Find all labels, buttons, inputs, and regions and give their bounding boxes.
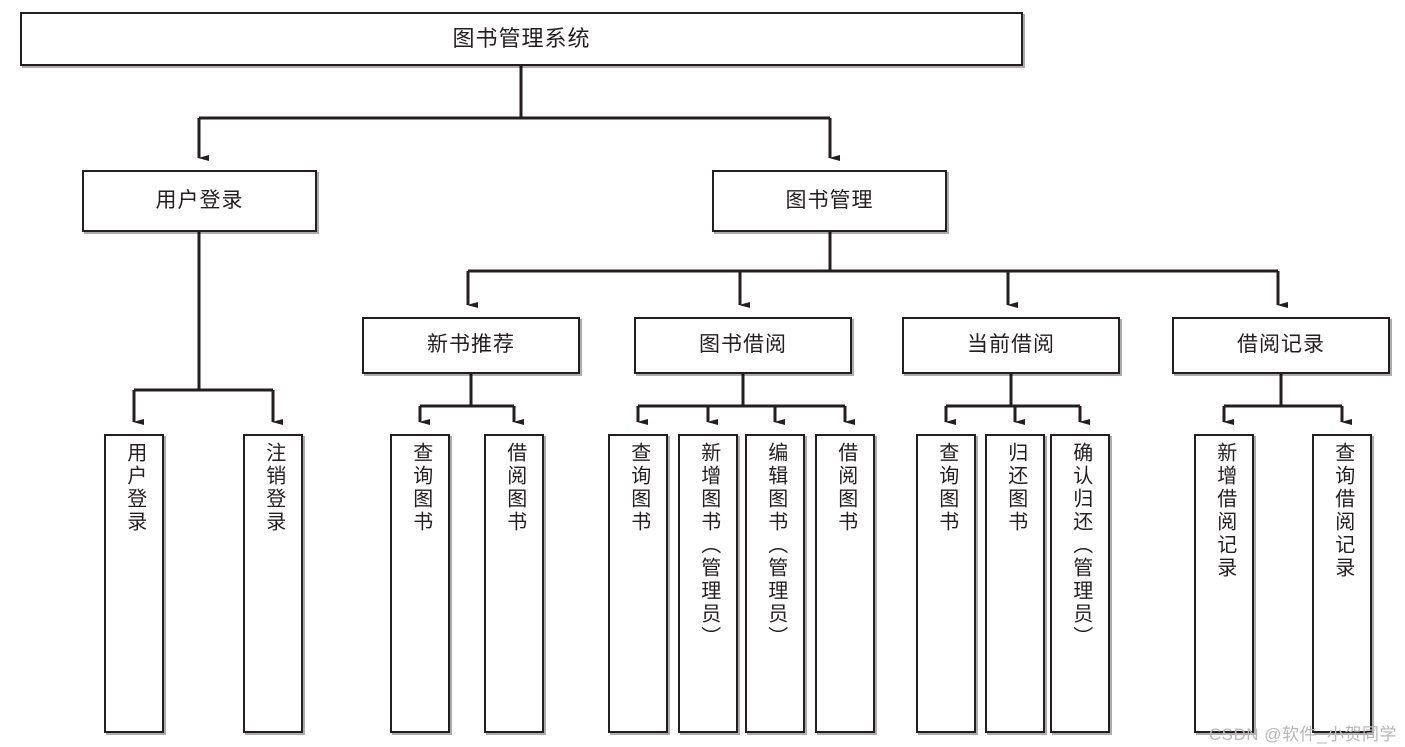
node-root[interactable]: 图书管理系统 (20, 12, 1023, 66)
node-current-borrow-label: 当前借阅 (967, 333, 1055, 357)
leaf-logout[interactable]: 注销登录 (243, 434, 303, 733)
leaf-confirm-return-admin[interactable]: 确认归还（管理员） (1050, 434, 1110, 733)
leaf-borrow-book-rec-label: 借阅图书 (503, 442, 526, 534)
leaf-query-book-rec[interactable]: 查询图书 (390, 434, 450, 733)
leaf-add-borrow-record[interactable]: 新增借阅记录 (1194, 434, 1254, 733)
leaf-borrow-book[interactable]: 借阅图书 (815, 434, 875, 733)
leaf-return-book-label: 归还图书 (1004, 442, 1027, 534)
leaf-borrow-book-label: 借阅图书 (834, 442, 857, 534)
node-user-login-label: 用户登录 (155, 188, 244, 212)
node-user-login[interactable]: 用户登录 (82, 170, 317, 232)
leaf-query-book-borrow[interactable]: 查询图书 (608, 434, 668, 733)
node-book-borrow-label: 图书借阅 (699, 333, 787, 357)
leaf-return-book[interactable]: 归还图书 (985, 434, 1045, 733)
leaf-logout-label: 注销登录 (262, 442, 285, 534)
node-book-management[interactable]: 图书管理 (712, 170, 947, 232)
leaf-user-login[interactable]: 用户登录 (104, 434, 164, 733)
leaf-add-book-admin-label: 新增图书（管理员） (697, 442, 720, 649)
node-current-borrow[interactable]: 当前借阅 (902, 317, 1120, 374)
leaf-query-book-current-label: 查询图书 (935, 442, 958, 534)
node-book-borrow[interactable]: 图书借阅 (634, 317, 852, 374)
node-root-label: 图书管理系统 (452, 26, 591, 52)
leaf-edit-book-admin-label: 编辑图书（管理员） (764, 442, 787, 649)
leaf-query-book-rec-label: 查询图书 (409, 442, 432, 534)
leaf-user-login-label: 用户登录 (123, 442, 146, 534)
node-book-management-label: 图书管理 (785, 188, 874, 212)
leaf-edit-book-admin[interactable]: 编辑图书（管理员） (745, 434, 805, 733)
leaf-query-book-borrow-label: 查询图书 (627, 442, 650, 534)
node-new-book-recommend-label: 新书推荐 (427, 333, 515, 357)
leaf-add-borrow-record-label: 新增借阅记录 (1213, 442, 1236, 580)
node-borrow-record[interactable]: 借阅记录 (1172, 317, 1390, 374)
leaf-query-book-current[interactable]: 查询图书 (916, 434, 976, 733)
leaf-query-borrow-record-label: 查询借阅记录 (1331, 442, 1354, 580)
node-borrow-record-label: 借阅记录 (1237, 333, 1325, 357)
node-new-book-recommend[interactable]: 新书推荐 (362, 317, 580, 374)
leaf-query-borrow-record[interactable]: 查询借阅记录 (1312, 434, 1372, 733)
leaf-borrow-book-rec[interactable]: 借阅图书 (484, 434, 544, 733)
leaf-confirm-return-admin-label: 确认归还（管理员） (1069, 442, 1092, 649)
leaf-add-book-admin[interactable]: 新增图书（管理员） (678, 434, 738, 733)
